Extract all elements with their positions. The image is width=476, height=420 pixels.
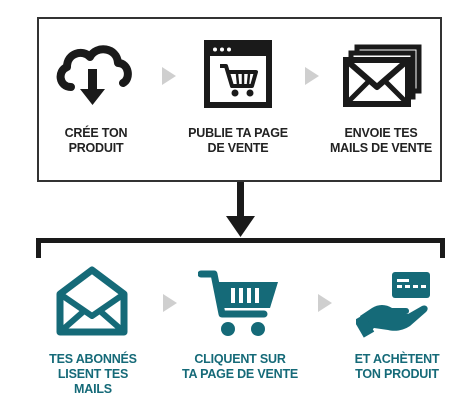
step-label-click-page: CLIQUENT SUR TA PAGE DE VENTE xyxy=(181,352,299,381)
chevron-right-icon xyxy=(162,67,176,85)
step-label-publish-page: PUBLIE TA PAGE DE VENTE xyxy=(188,126,288,155)
cloud-download-icon xyxy=(53,43,135,109)
envelopes-icon xyxy=(343,43,423,109)
step-label-subscribers-read: TES ABONNÉS LISENT TES MAILS xyxy=(49,352,137,396)
webpage-cart-icon xyxy=(204,40,272,108)
hand-card-icon xyxy=(356,266,436,340)
step-label-send-mails: ENVOIE TES MAILS DE VENTE xyxy=(329,126,433,155)
step-label-create-product: CRÉE TON PRODUIT xyxy=(64,126,128,155)
flow-connector-arrow xyxy=(36,182,445,258)
chevron-right-icon xyxy=(163,294,177,312)
open-envelope-icon xyxy=(55,264,129,338)
step-label-buy-product: ET ACHÈTENT TON PRODUIT xyxy=(354,352,440,381)
chevron-right-icon xyxy=(305,67,319,85)
chevron-right-icon xyxy=(318,294,332,312)
shopping-cart-icon xyxy=(198,266,282,340)
